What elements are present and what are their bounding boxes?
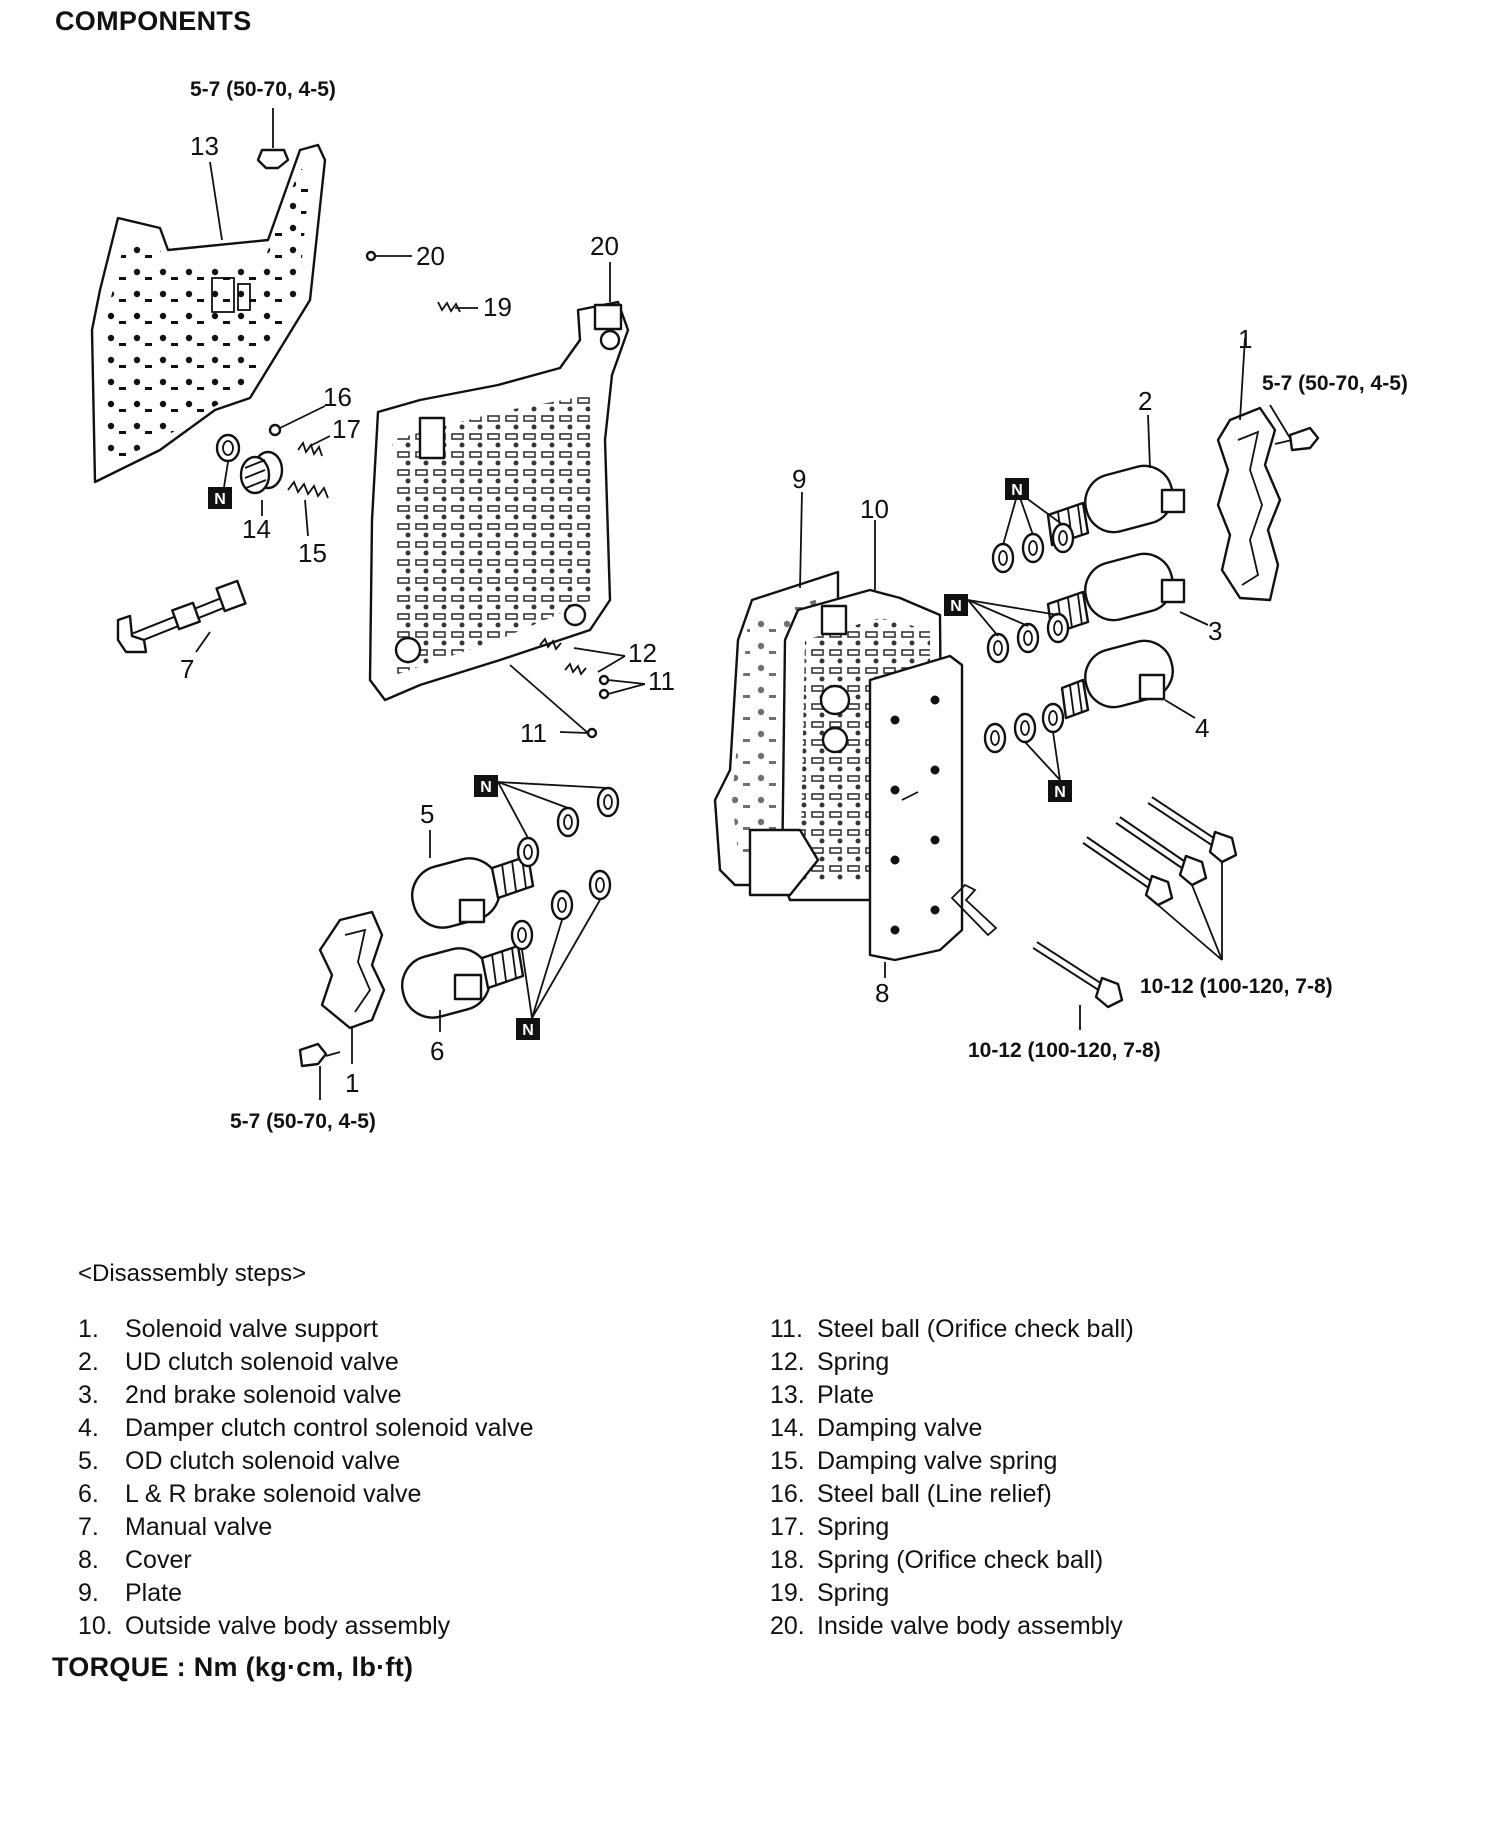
callout-19: 19 bbox=[483, 292, 512, 322]
callout-9: 9 bbox=[792, 464, 806, 494]
disassembly-steps-heading: <Disassembly steps> bbox=[78, 1260, 307, 1287]
callout-1: 1 bbox=[1238, 324, 1252, 354]
springs-12 bbox=[539, 637, 587, 676]
solenoid-valve-6 bbox=[401, 944, 525, 1019]
list-item: 19.Spring bbox=[770, 1579, 890, 1607]
svg-text:N: N bbox=[1054, 784, 1066, 801]
solenoid-valve-5 bbox=[411, 854, 535, 929]
list-item: 2.UD clutch solenoid valve bbox=[78, 1348, 399, 1376]
list-item: 9.Plate bbox=[78, 1579, 182, 1607]
callout-20: 20 bbox=[590, 231, 619, 261]
bolt-right-support bbox=[1274, 426, 1320, 452]
exploded-view-diagram: N N N N N N 13 20 19 20 16 17 14 15 7 12… bbox=[90, 78, 1408, 1133]
n-badge: N bbox=[208, 487, 232, 509]
o-rings-right bbox=[983, 522, 1075, 754]
damping-valve-spring-15 bbox=[287, 480, 329, 499]
n-badge: N bbox=[1005, 478, 1029, 500]
callout-11: 11 bbox=[648, 666, 675, 696]
torque-spec-top-right: 5-7 (50-70, 4-5) bbox=[1262, 372, 1408, 395]
svg-text:N: N bbox=[950, 598, 962, 615]
callout-12: 12 bbox=[628, 638, 657, 668]
solenoid-valve-4 bbox=[1060, 639, 1174, 720]
bolt-left-support bbox=[298, 1042, 341, 1068]
svg-text:N: N bbox=[1011, 482, 1023, 499]
list-item: 15.Damping valve spring bbox=[770, 1447, 1058, 1475]
svg-text:N: N bbox=[480, 779, 492, 796]
leader-lines bbox=[195, 161, 1291, 1100]
list-item: 4.Damper clutch control solenoid valve bbox=[78, 1414, 534, 1442]
torque-spec-bottom: 10-12 (100-120, 7-8) bbox=[968, 1039, 1161, 1062]
bolt-13 bbox=[256, 108, 290, 170]
spring-17 bbox=[297, 441, 323, 457]
callout-1: 1 bbox=[345, 1068, 359, 1098]
torque-spec-right: 10-12 (100-120, 7-8) bbox=[1140, 975, 1333, 998]
list-item: 14.Damping valve bbox=[770, 1414, 983, 1442]
list-item: 8.Cover bbox=[78, 1546, 192, 1574]
o-ring-14 bbox=[215, 433, 241, 463]
list-item: 5.OD clutch solenoid valve bbox=[78, 1447, 401, 1475]
list-item: 10.Outside valve body assembly bbox=[78, 1612, 451, 1640]
long-bolts-right bbox=[1032, 796, 1238, 1009]
solenoid-valve-support-1-right bbox=[1216, 406, 1282, 602]
callout-13: 13 bbox=[190, 131, 219, 161]
callout-10: 10 bbox=[860, 494, 889, 524]
callout-20: 20 bbox=[416, 241, 445, 271]
list-item: 3.2nd brake solenoid valve bbox=[78, 1381, 402, 1409]
steps-list-right: 11.Steel ball (Orifice check ball) 12.Sp… bbox=[770, 1313, 1134, 1643]
list-item: 12.Spring bbox=[770, 1348, 890, 1376]
damping-valve-14 bbox=[239, 450, 284, 495]
n-badge: N bbox=[516, 1018, 540, 1040]
o-rings-left bbox=[510, 786, 620, 951]
callout-5: 5 bbox=[420, 799, 434, 829]
steel-ball-16 bbox=[268, 423, 282, 437]
list-item: 7.Manual valve bbox=[78, 1513, 273, 1541]
list-item: 6.L & R brake solenoid valve bbox=[78, 1480, 422, 1508]
n-badge: N bbox=[1048, 780, 1072, 802]
steps-list-left: 1.Solenoid valve support 2.UD clutch sol… bbox=[78, 1313, 534, 1643]
svg-text:N: N bbox=[214, 491, 226, 508]
list-item: 13.Plate bbox=[770, 1381, 874, 1409]
svg-text:N: N bbox=[522, 1022, 534, 1039]
torque-spec-bottom-left: 5-7 (50-70, 4-5) bbox=[230, 1110, 376, 1133]
cover-8 bbox=[868, 654, 964, 962]
page-title: COMPONENTS bbox=[55, 6, 252, 36]
callout-4: 4 bbox=[1195, 713, 1209, 743]
manual-valve-7 bbox=[116, 579, 247, 654]
list-item: 18.Spring (Orifice check ball) bbox=[770, 1546, 1104, 1574]
callout-7: 7 bbox=[180, 654, 194, 684]
callout-3: 3 bbox=[1208, 616, 1222, 646]
steel-balls-11 bbox=[586, 674, 610, 739]
plate-13 bbox=[90, 143, 327, 484]
callout-8: 8 bbox=[875, 978, 889, 1008]
torque-unit-note: TORQUE : Nm (kg·cm, lb·ft) bbox=[52, 1652, 414, 1682]
solenoid-valve-support-1-left bbox=[318, 910, 386, 1030]
solenoid-valve-3 bbox=[1046, 552, 1186, 636]
steel-ball-20 bbox=[365, 250, 377, 262]
callout-11: 11 bbox=[520, 718, 547, 748]
callout-17: 17 bbox=[332, 414, 361, 444]
inside-valve-body-20 bbox=[368, 300, 630, 702]
list-item: 17.Spring bbox=[770, 1513, 890, 1541]
list-item: 20.Inside valve body assembly bbox=[770, 1612, 1123, 1640]
spring-19 bbox=[437, 301, 461, 313]
clip-bracket bbox=[950, 883, 998, 937]
list-item: 11.Steel ball (Orifice check ball) bbox=[770, 1315, 1134, 1343]
callout-14: 14 bbox=[242, 514, 271, 544]
callout-6: 6 bbox=[430, 1036, 444, 1066]
callout-16: 16 bbox=[323, 382, 352, 412]
torque-spec-top-left: 5-7 (50-70, 4-5) bbox=[190, 78, 336, 101]
n-badge: N bbox=[474, 775, 498, 797]
n-badge: N bbox=[944, 594, 968, 616]
callout-2: 2 bbox=[1138, 386, 1152, 416]
list-item: 1.Solenoid valve support bbox=[78, 1315, 378, 1343]
list-item: 16.Steel ball (Line relief) bbox=[770, 1480, 1052, 1508]
callout-15: 15 bbox=[298, 538, 327, 568]
